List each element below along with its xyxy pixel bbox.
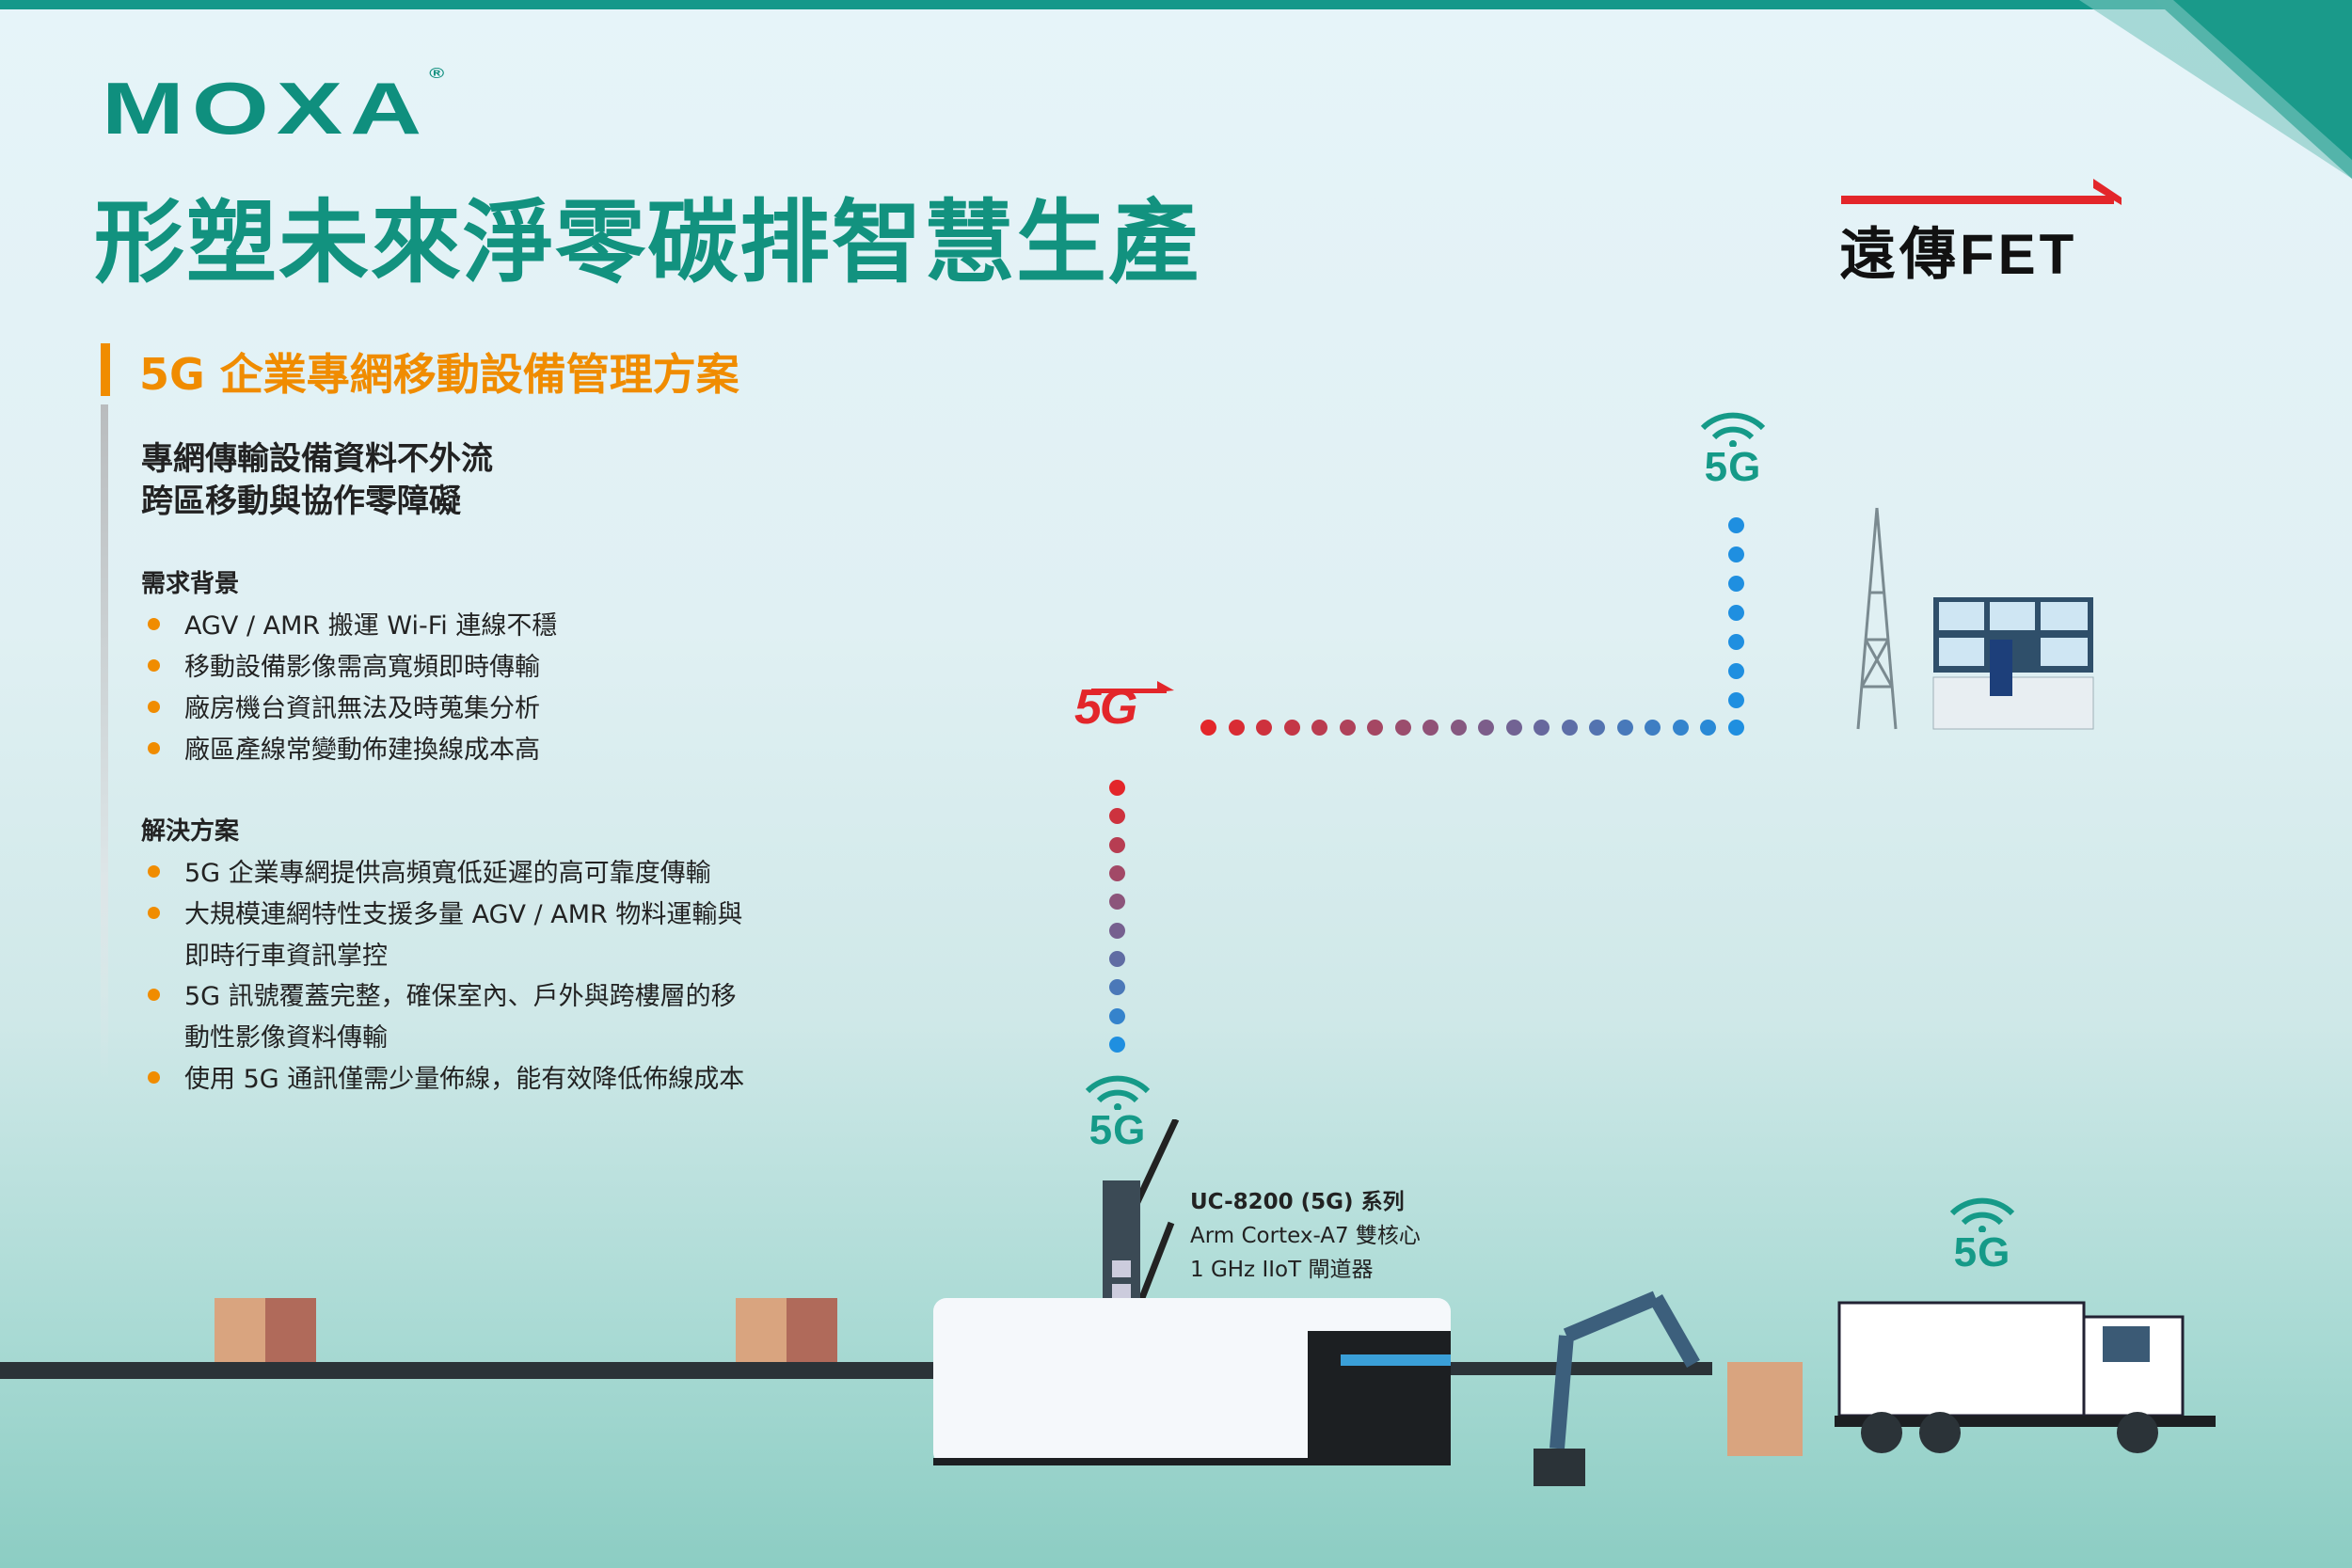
connection-dot [1616,720,1633,736]
fet-logo-arrow [1841,179,2122,205]
connection-dot [1200,720,1216,736]
need-item: 廠區產線常變動佈建換線成本高 [148,729,540,766]
connection-dot [1109,865,1125,881]
connection-dot [1645,720,1661,736]
connection-dot [1339,720,1356,736]
heading-accent-bar [101,343,110,396]
connection-dot [1109,808,1125,825]
solution-item: 5G 企業專網提供高頻寬低延遲的高可靠度傳輸 [148,852,711,889]
device-cpu: Arm Cortex-A7 雙核心 [1190,1224,1421,1248]
connection-dot [1728,576,1744,592]
bullet-icon [148,659,160,672]
connection-dot [1534,720,1550,736]
package-icon [1727,1362,1803,1456]
connection-dot [1311,720,1328,736]
fet-5g-arrow [1091,681,1174,693]
connection-dot [1109,951,1125,967]
delivery-truck-icon [1835,1301,2216,1453]
section-heading: 5G 企業專網移動設備管理方案 [139,349,739,400]
connection-dot [1109,922,1125,939]
bullet-icon [148,865,160,878]
5g-signal-truck: 5G [1931,1195,2034,1274]
connection-dot [1283,720,1300,736]
subheading-line: 跨區移動與協作零障礙 [141,483,461,520]
connection-dot [1728,720,1744,736]
top-accent-bar [0,0,2352,9]
5g-signal-tower: 5G [1681,409,1785,488]
connection-dot [1422,720,1439,736]
package-icon [215,1298,316,1362]
connection-dot [1561,720,1578,736]
connection-dot [1450,720,1467,736]
connection-dot [1109,780,1125,796]
connection-dot [1700,720,1717,736]
production-line-illustration [0,1291,2216,1486]
connection-dot [1394,720,1411,736]
solution-item: 大規模連網特性支援多量 AGV / AMR 物料運輸與 [148,894,742,930]
wifi-icon [1700,412,1766,447]
connection-dot [1505,720,1522,736]
wifi-icon [1949,1197,2015,1232]
cell-tower-icon [1856,507,1898,730]
solution-item: 5G 訊號覆蓋完整，確保室內、戶外與跨樓層的移 [148,975,737,1012]
connection-dot [1589,720,1606,736]
device-model: UC-8200 (5G) 系列 [1190,1190,1405,1214]
need-item: 移動設備影像需高寬頻即時傳輸 [148,646,540,683]
corner-decoration [2079,0,2352,179]
connection-dot [1728,517,1744,533]
control-center-illustration [1856,507,2094,730]
device-description: 1 GHz IIoT 閘道器 [1190,1258,1374,1282]
solution-item-continued: 動性影像資料傳輸 [184,1023,388,1053]
connection-dot [1672,720,1689,736]
connection-dot [1367,720,1384,736]
monitor-wall-icon [1932,597,2094,730]
solution-item: 使用 5G 通訊僅需少量佈線，能有效降低佈線成本 [148,1058,744,1095]
needs-title: 需求背景 [141,570,240,598]
bullet-icon [148,907,160,919]
connection-dot [1728,546,1744,562]
bullet-icon [148,1071,160,1084]
conveyor-belt [0,1362,1712,1379]
solution-item-continued: 即時行車資訊掌控 [184,942,388,971]
robot-base [1534,1449,1585,1486]
bullet-icon [148,701,160,713]
bullet-icon [148,742,160,754]
subheading-line: 專網傳輸設備資料不外流 [141,440,493,478]
connection-dot [1109,1037,1125,1053]
robot-arm-icon [1549,1291,1700,1449]
connection-dot [1256,720,1273,736]
moxa-logo: MOXA® [102,66,445,150]
connection-dot [1109,1007,1125,1024]
connection-dot [1109,836,1125,853]
package-icon [736,1298,837,1362]
page-title: 形塑未來淨零碳排智慧生產 [94,190,1200,295]
fet-logo: 遠傳FET [1839,223,2078,286]
solutions-title: 解決方案 [141,817,240,846]
connection-dot [1109,979,1125,996]
wifi-icon [1085,1075,1151,1110]
5g-signal-gateway: 5G [1066,1072,1169,1151]
need-item: AGV / AMR 搬運 Wi-Fi 連線不穩 [148,605,557,641]
connection-dot [1728,692,1744,708]
connection-dot [1478,720,1495,736]
connection-dot [1109,894,1125,911]
bullet-icon [148,989,160,1001]
fet-5g-core-logo: 5G [1074,680,1137,735]
section-divider [101,404,108,1082]
agv-machine [933,1298,1451,1465]
bullet-icon [148,618,160,630]
connection-dot [1728,663,1744,679]
connection-dot [1228,720,1245,736]
connection-dot [1728,634,1744,650]
connection-dot [1728,605,1744,621]
need-item: 廠房機台資訊無法及時蒐集分析 [148,688,540,724]
